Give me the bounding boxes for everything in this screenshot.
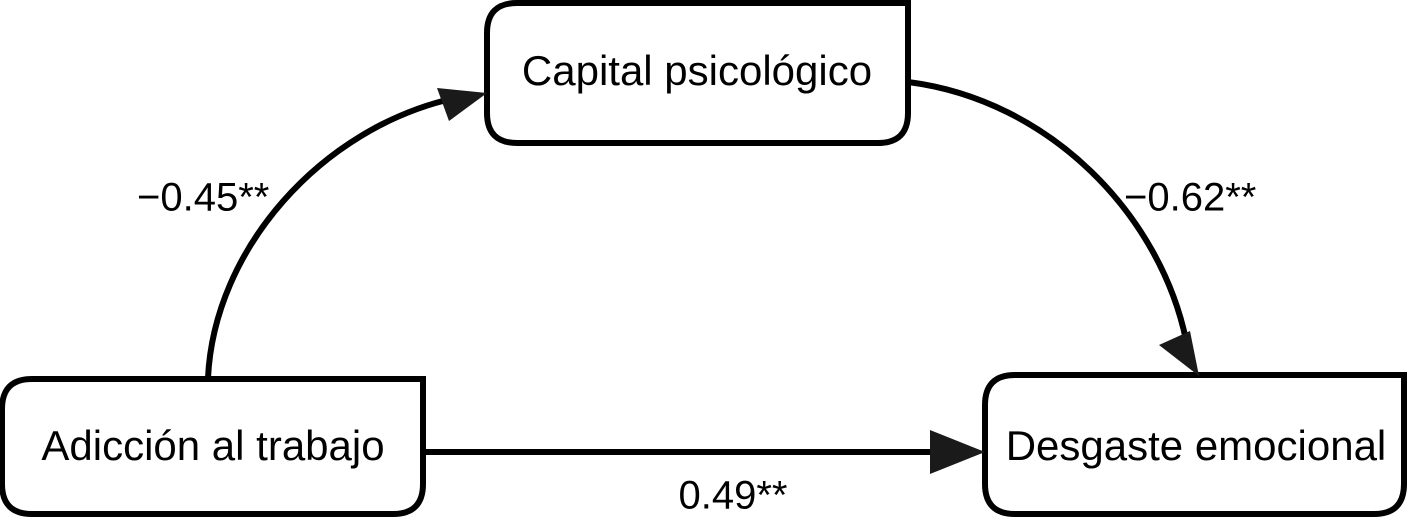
path-arrow-b <box>907 79 1189 341</box>
coefficient-label-c: 0.49** <box>679 474 788 518</box>
arrowhead-a-icon <box>437 88 487 121</box>
node-box-outcome <box>982 372 1407 517</box>
coefficient-label-a: −0.45** <box>137 176 269 220</box>
path-arrow-a <box>205 95 456 379</box>
arrowhead-b-icon <box>1159 331 1199 376</box>
node-label-outcome: Desgaste emocional <box>1006 422 1387 469</box>
node-box-predictor <box>0 376 426 517</box>
node-label-predictor: Adicción al trabajo <box>41 422 384 469</box>
coefficient-label-b: −0.62** <box>1124 176 1256 220</box>
node-label-mediator: Capital psicológico <box>522 47 872 94</box>
arrowhead-c-icon <box>930 430 985 474</box>
node-box-mediator <box>484 0 911 146</box>
